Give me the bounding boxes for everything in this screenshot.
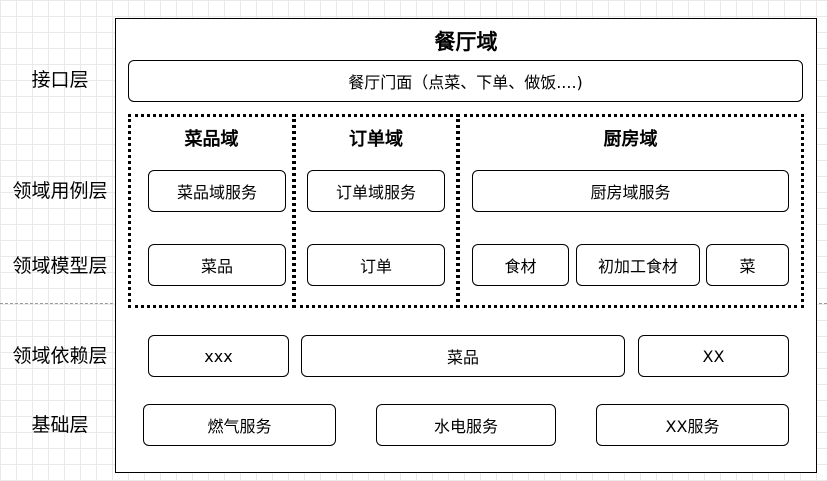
xx-service-box[interactable]: XX服务	[596, 404, 789, 446]
diagram-title: 餐厅域	[434, 30, 498, 54]
processed-ingredient-model-box[interactable]: 初加工食材	[576, 244, 700, 286]
dish-model-box[interactable]: 菜品	[148, 244, 286, 286]
layer-label-infrastructure: 基础层	[31, 414, 89, 436]
kitchen-domain-container[interactable]	[457, 114, 804, 308]
kitchen-domain-title: 厨房域	[603, 129, 658, 150]
dependency-box-xxx[interactable]: xxx	[148, 335, 289, 377]
layer-label-use-case: 领域用例层	[12, 180, 108, 202]
layer-label-model: 领域模型层	[12, 255, 108, 277]
dependency-box-xx[interactable]: XX	[638, 335, 789, 377]
gas-service-box[interactable]: 燃气服务	[143, 404, 336, 446]
order-domain-title: 订单域	[349, 129, 403, 150]
dish-domain-service-box[interactable]: 菜品域服务	[148, 170, 286, 212]
dish-domain-title: 菜品域	[184, 129, 239, 150]
restaurant-facade-box[interactable]: 餐厅门面（点菜、下单、做饭....)	[128, 60, 803, 102]
dependency-box-dish[interactable]: 菜品	[301, 335, 625, 377]
ingredient-model-box[interactable]: 食材	[472, 244, 569, 286]
dish-cooked-model-box[interactable]: 菜	[706, 244, 789, 286]
water-electric-service-box[interactable]: 水电服务	[376, 404, 556, 446]
order-domain-service-box[interactable]: 订单域服务	[307, 170, 445, 212]
layer-label-interface: 接口层	[31, 69, 89, 91]
layer-label-dependency: 领域依赖层	[12, 345, 108, 367]
order-model-box[interactable]: 订单	[307, 244, 445, 286]
kitchen-domain-service-box[interactable]: 厨房域服务	[472, 170, 789, 212]
